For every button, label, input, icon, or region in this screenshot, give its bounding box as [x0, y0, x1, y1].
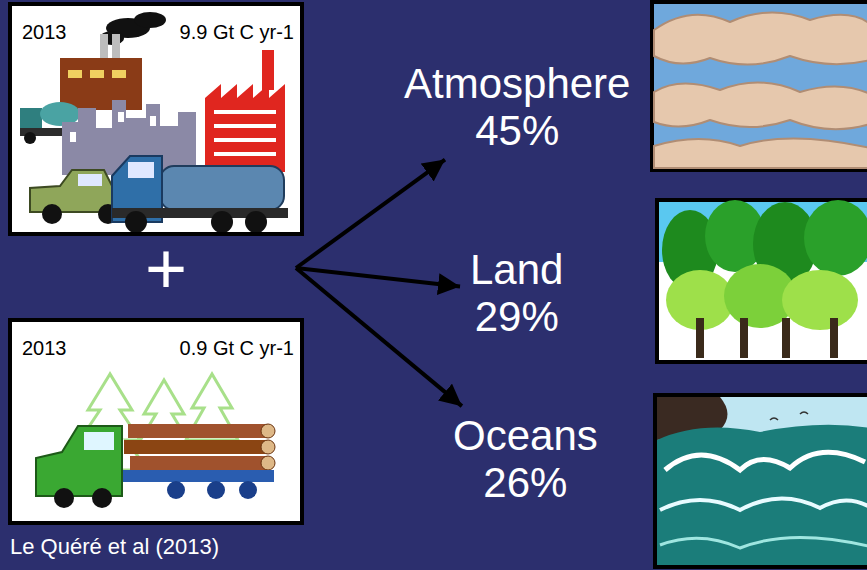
- clouds-picture-part: [654, 12, 867, 64]
- industry-illustration-part: [125, 211, 147, 233]
- industry-illustration-part: [262, 50, 274, 90]
- clouds-picture-part: [654, 82, 867, 129]
- citation-caption: Le Quéré et al (2013): [10, 534, 219, 560]
- industry-illustration-part: [78, 174, 102, 186]
- forest-picture-part: [657, 200, 867, 362]
- logging-illustration-part: [261, 440, 275, 454]
- logging-illustration-part: [239, 481, 257, 499]
- industry-illustration-part: [150, 116, 156, 126]
- forest-picture: [657, 200, 867, 362]
- ocean-picture-part: [660, 537, 867, 548]
- industry-illustration-part: [205, 84, 285, 172]
- sink-label: Atmosphere 45%: [404, 60, 630, 154]
- clouds-picture-part: [652, 2, 867, 170]
- industry-illustration-part: [245, 211, 267, 233]
- plus-sign: +: [145, 236, 187, 300]
- sink-label-node: Oceans 26%: [449, 410, 602, 508]
- logging-illustration-part: [8, 318, 304, 525]
- logging-illustration-part: [118, 470, 274, 482]
- ocean-picture: [655, 395, 867, 567]
- industry-illustration-part: [68, 70, 82, 78]
- sink-label: Oceans 26%: [453, 412, 598, 506]
- industry-illustration-part: [100, 34, 108, 60]
- year-label: 2013: [22, 20, 67, 44]
- logging-illustration-part: [92, 488, 112, 508]
- forest-picture-part: [782, 270, 858, 330]
- logging-illustration-part: [54, 488, 74, 508]
- industry-illustration-part: [8, 2, 304, 236]
- flow-arrow: [296, 160, 445, 268]
- ocean-picture-part: [655, 395, 867, 567]
- industry-illustration-part: [24, 132, 36, 144]
- industry-illustration-part: [60, 58, 142, 110]
- sink-label-node: Land 29%: [466, 244, 567, 342]
- industry-illustration-part: [42, 204, 62, 224]
- logging-illustration: [8, 318, 304, 525]
- logging-illustration-part: [130, 456, 268, 470]
- ocean-picture-part: [657, 425, 867, 565]
- logging-illustration-part: [84, 432, 114, 450]
- industry-illustration-part: [118, 112, 124, 122]
- industry-illustration-part: [70, 132, 76, 142]
- forest-picture-part: [830, 318, 838, 358]
- industry-illustration-part: [214, 138, 276, 142]
- forest-picture-part: [804, 200, 867, 276]
- year-label: 2013: [22, 336, 67, 360]
- logging-illustration-part: [36, 426, 122, 496]
- ocean-picture-part: [665, 452, 865, 470]
- industry-illustration-part: [214, 124, 276, 128]
- emission-rate: 0.9 Gt C yr-1: [180, 336, 294, 360]
- forest-picture-part: [782, 318, 790, 358]
- sink-label: Land 29%: [470, 246, 563, 340]
- forest-picture-part: [696, 318, 704, 358]
- industry-illustration-part: [160, 166, 284, 210]
- logging-illustration-part: [124, 440, 268, 454]
- logging-illustration-part: [261, 456, 275, 470]
- industry-illustration-part: [112, 34, 120, 60]
- clouds-picture-part: [654, 138, 867, 168]
- industry-illustration-part: [214, 110, 276, 114]
- flow-arrow: [296, 268, 462, 406]
- industry-illustration-part: [134, 12, 166, 28]
- emission-rate: 9.9 Gt C yr-1: [180, 20, 294, 44]
- logging-illustration-part: [261, 424, 275, 438]
- ocean-picture-part: [660, 498, 867, 510]
- industry-illustration: [8, 2, 304, 236]
- plus-sign-node: +: [140, 236, 296, 300]
- industry-illustration-part: [112, 70, 126, 78]
- industry-illustration-part: [90, 70, 104, 78]
- emission-box: 2013 0.9 Gt C yr-1: [8, 318, 304, 525]
- industry-illustration-part: [128, 162, 154, 178]
- forest-picture-part: [740, 318, 748, 358]
- logging-illustration-part: [207, 481, 225, 499]
- logging-illustration-part: [167, 481, 185, 499]
- industry-illustration-part: [214, 152, 276, 156]
- ocean-picture-part: [770, 412, 808, 420]
- emission-box: 2013 9.9 Gt C yr-1: [8, 2, 304, 236]
- logging-illustration-part: [128, 424, 268, 438]
- industry-illustration-part: [211, 211, 233, 233]
- sink-label-node: Atmosphere 45%: [400, 58, 634, 156]
- flow-arrow: [296, 268, 460, 287]
- clouds-picture: [652, 2, 867, 170]
